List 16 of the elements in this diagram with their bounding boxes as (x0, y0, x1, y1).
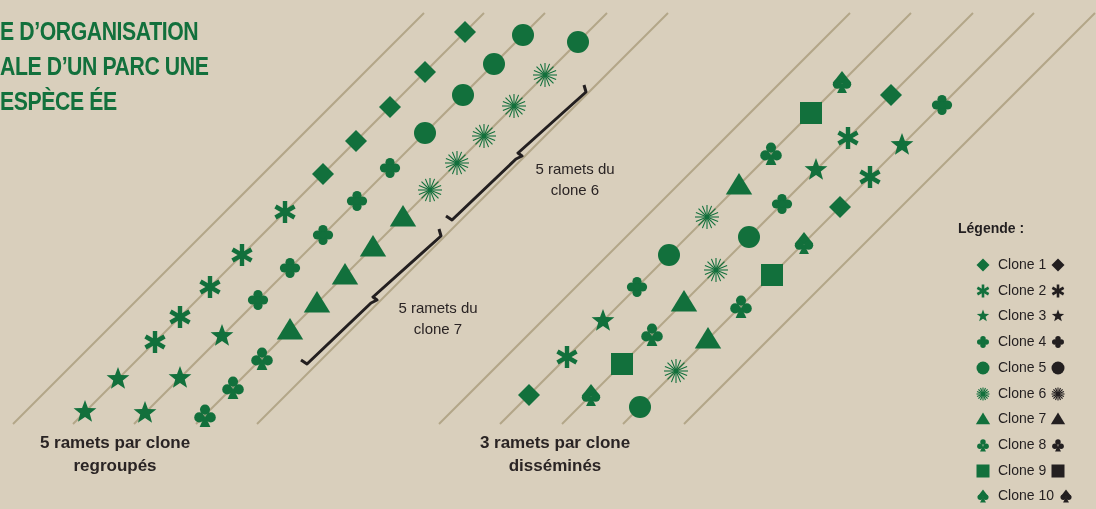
legend-label: Clone 1 (998, 256, 1047, 272)
group-caption: 5 ramets par clone regroupés (38, 432, 192, 477)
legend-label: Clone 5 (998, 358, 1047, 375)
group-caption: 3 ramets par clone disséminés (478, 432, 632, 477)
legend-label: Clone 8 (998, 435, 1047, 452)
bracket-label: 5 ramets du clone 6 (534, 159, 616, 200)
legend-label: Clone 10 (998, 487, 1055, 504)
legend-label: Clone 6 (998, 384, 1047, 401)
legend-label: Clone 9 (998, 461, 1047, 478)
legend-title: Légende : (958, 220, 1025, 236)
title: E D’ORGANISATION ALE D’UN PARC UNE ESPÈCE ÉE (0, 16, 210, 117)
legend-label: Clone 2 (998, 281, 1047, 298)
legend-label: Clone 3 (998, 307, 1047, 324)
bracket-label: 5 ramets du clone 7 (397, 298, 479, 339)
legend-label: Clone 7 (998, 410, 1047, 427)
legend-label: Clone 4 (998, 333, 1047, 350)
